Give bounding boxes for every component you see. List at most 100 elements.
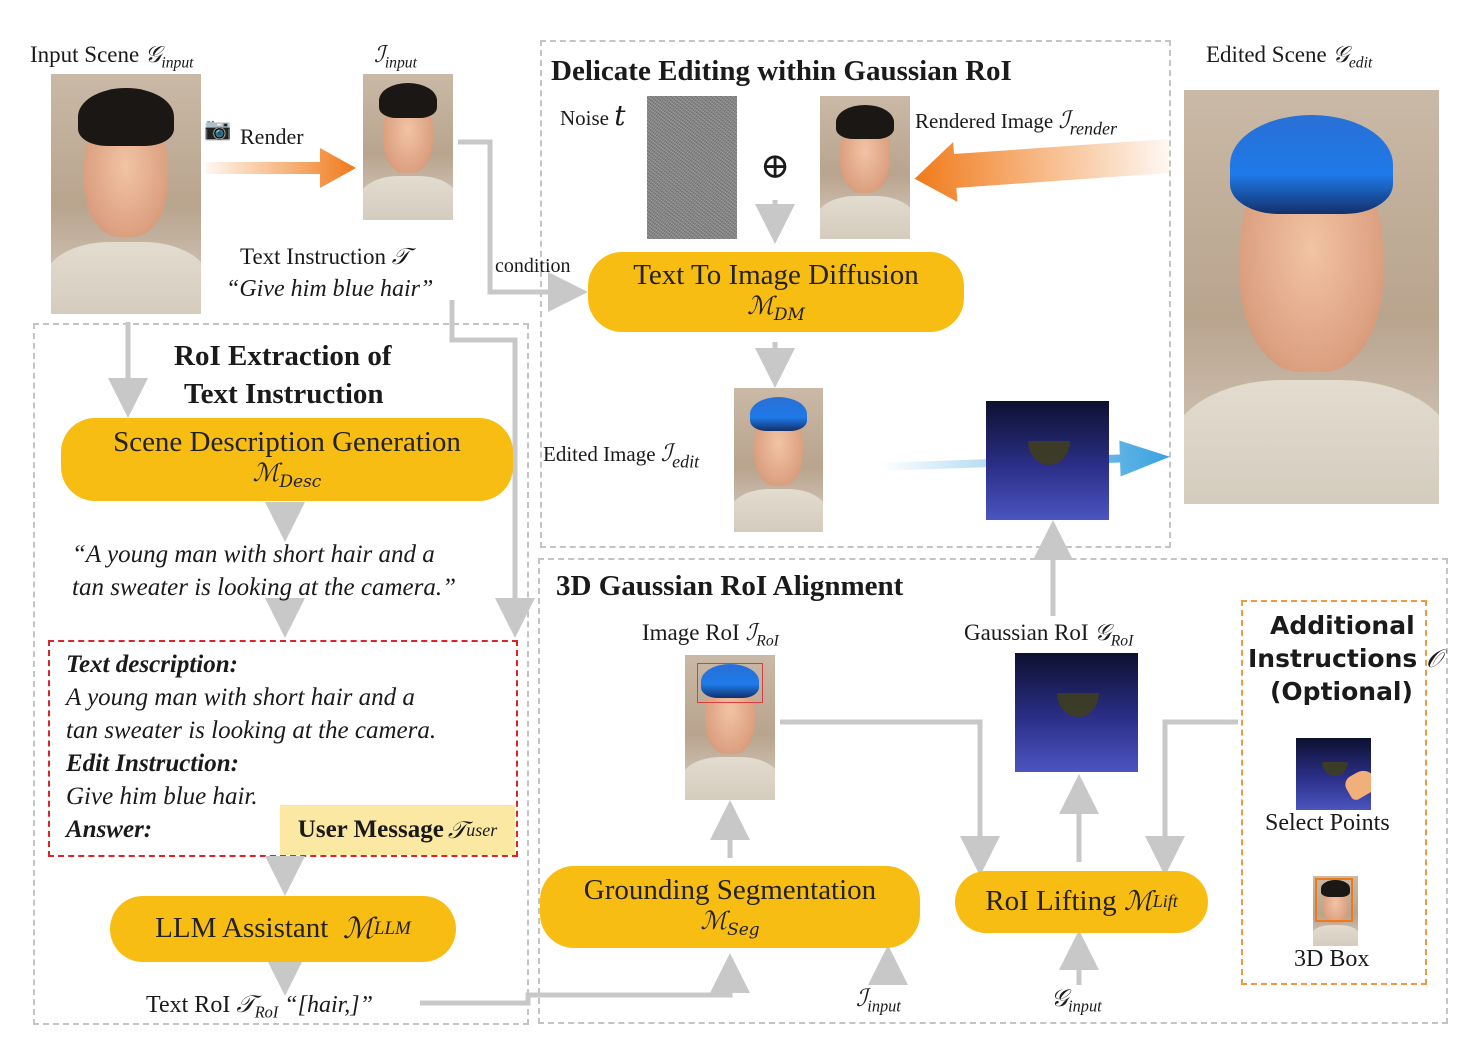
user-message-sub: user (466, 819, 498, 840)
additional-title-symbol: 𝒪 (1425, 644, 1442, 673)
roi-extraction-title-2: Text Instruction (184, 378, 384, 410)
text-desc-line-2: tan sweater is looking at the camera. (66, 717, 437, 744)
edited-scene-sub: edit (1348, 54, 1373, 72)
rendered-image-symbol: ℐ (1058, 106, 1070, 134)
lifting-input-g: 𝒢input (1051, 984, 1102, 1016)
diffusion-label: Text To Image Diffusion (633, 258, 919, 291)
gray-arrows (108, 139, 1238, 1006)
gaussian-roi-render (1015, 653, 1138, 772)
grounding-sub: Seg (727, 919, 760, 940)
noise-label: Noise t (560, 99, 626, 132)
gaussian-roi-label: Gaussian RoI 𝒢RoI (964, 620, 1133, 650)
delicate-title: Delicate Editing within Gaussian RoI (551, 55, 1012, 87)
description-quote-1: “A young man with short hair and a (72, 541, 435, 568)
input-scene-symbol: 𝒢 (144, 42, 162, 68)
additional-title-2-text: Instructions (1248, 644, 1418, 673)
edited-scene-text: Edited Scene (1206, 42, 1327, 67)
text-instruction-text: Text Instruction (240, 244, 386, 269)
3d-box-label: 3D Box (1294, 946, 1370, 972)
rendered-image-sub: render (1069, 118, 1118, 139)
lifting-input-g-symbol: 𝒢 (1051, 984, 1069, 1012)
image-roi-sub: RoI (756, 632, 779, 650)
pointing-hand-icon (1342, 766, 1371, 802)
text-roi-symbol: 𝒯 (236, 990, 255, 1018)
i-input-symbol: ℐ (374, 42, 385, 68)
diffusion-sub: DM (773, 304, 805, 325)
text-instruction-quote: “Give him blue hair” (226, 276, 434, 302)
edit-instruction-heading: Edit Instruction: (66, 750, 239, 777)
select-points-thumb (1296, 738, 1371, 810)
condition-label: condition (495, 255, 571, 277)
scene-description-node: Scene Description Generation ℳDesc (61, 418, 513, 501)
image-roi-text: Image RoI (642, 620, 740, 645)
edited-image-sub: edit (672, 451, 700, 472)
grounding-symbol-group: ℳSeg (700, 906, 760, 940)
i-input-photo (363, 74, 453, 220)
scene-description-symbol: ℳ (252, 458, 280, 488)
roi-bounding-box (697, 663, 763, 703)
input-scene-photo (51, 74, 201, 314)
alignment-title: 3D Gaussian RoI Alignment (556, 570, 904, 602)
llm-assistant-sub: LLM (373, 917, 411, 939)
camera-icon: 📷 (204, 116, 232, 141)
noise-symbol: t (614, 99, 626, 132)
llm-assistant-label: LLM Assistant (155, 912, 329, 945)
additional-title-3: (Optional) (1270, 677, 1413, 706)
grounding-input-i-symbol: ℐ (856, 984, 868, 1012)
noise-text: Noise (560, 106, 609, 130)
roi-lifting-sub: Lift (1152, 891, 1178, 912)
roi-lifting-symbol: ℳ (1123, 886, 1153, 918)
user-message-text: User Message (297, 816, 444, 843)
roi-extraction-title-1: RoI Extraction of (174, 340, 392, 372)
text-desc-heading: Text description: (66, 651, 238, 678)
image-roi-label: Image RoI ℐRoI (642, 620, 779, 650)
render-label: Render (240, 124, 304, 149)
edit-instruction-text: Give him blue hair. (66, 783, 258, 810)
image-roi-symbol: ℐ (745, 620, 757, 646)
input-scene-label: Input Scene 𝒢input (30, 42, 193, 72)
i-input-sub: input (384, 54, 417, 72)
edited-image-label: Edited Image ℐedit (543, 439, 700, 472)
diffusion-symbol-group: ℳDM (747, 291, 805, 325)
noise-image (647, 96, 737, 239)
text-instruction-symbol: 𝒯 (391, 244, 410, 270)
grounding-input-i-sub: input (867, 996, 901, 1016)
gaussian-roi-sub: RoI (1110, 632, 1134, 650)
edited-scene-symbol: 𝒢 (1332, 42, 1349, 68)
gaussian-roi-text: Gaussian RoI (964, 620, 1089, 645)
3d-box-outline (1315, 878, 1353, 922)
description-quote-2: tan sweater is looking at the camera.” (72, 574, 456, 601)
scene-description-label: Scene Description Generation (113, 426, 461, 459)
llm-assistant-symbol: ℳ (342, 911, 374, 946)
text-roi-sub: RoI (254, 1002, 279, 1022)
edited-image-symbol: ℐ (660, 439, 673, 467)
edited-image-text: Edited Image (543, 442, 656, 466)
input-scene-sub: input (161, 54, 194, 72)
rendered-image-label: Rendered Image ℐrender (915, 106, 1118, 139)
plus-symbol: ⊕ (760, 146, 791, 186)
input-scene-text: Input Scene (30, 42, 140, 67)
rendered-image-photo (820, 96, 910, 239)
text-instruction-label: Text Instruction 𝒯 (240, 244, 409, 270)
image-roi-photo (685, 655, 775, 800)
edited-scene-label: Edited Scene 𝒢edit (1206, 42, 1372, 72)
scene-description-sub: Desc (279, 472, 322, 493)
rendered-image-arrow (914, 138, 1171, 202)
select-points-label: Select Points (1265, 810, 1390, 836)
gaussian-roi-symbol: 𝒢 (1094, 620, 1111, 646)
additional-title-1: Additional (1270, 611, 1415, 640)
alignment-panel (538, 558, 1448, 1024)
answer-heading: Answer: (66, 816, 153, 843)
grounding-label: Grounding Segmentation (583, 873, 877, 906)
user-message-symbol: 𝒯 (447, 816, 467, 844)
additional-title-2: Instructions 𝒪 (1248, 644, 1442, 674)
additional-instructions-panel (1241, 600, 1427, 985)
render-arrow (205, 148, 356, 188)
roi-lifting-label: RoI Lifting (985, 885, 1117, 918)
i-input-label: ℐinput (374, 42, 417, 72)
